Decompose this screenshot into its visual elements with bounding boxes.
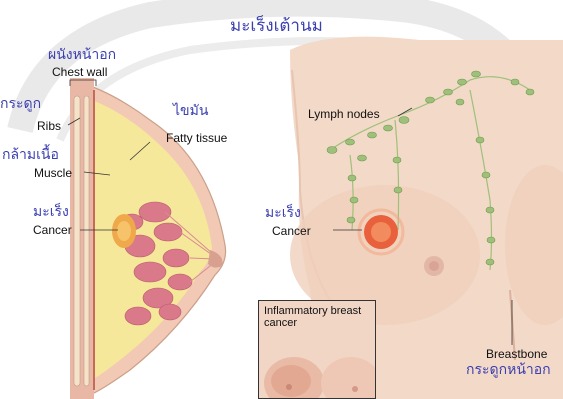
diagram-title: มะเร็งเต้านม <box>230 18 323 35</box>
label-cancer-th-left: มะเร็ง <box>33 205 69 219</box>
label-chest-wall-th: ผนังหน้าอก <box>48 48 116 62</box>
cross-section <box>70 78 226 399</box>
label-breastbone-th: กระดูกหน้าอก <box>466 363 551 377</box>
inset-title: Inflammatory breast cancer <box>264 305 364 329</box>
label-cancer-th-right: มะเร็ง <box>265 206 301 220</box>
label-cancer-en-right: Cancer <box>272 225 311 237</box>
label-chest-wall-en: Chest wall <box>52 66 107 78</box>
label-lymph-nodes: Lymph nodes <box>308 108 380 120</box>
label-cancer-en-left: Cancer <box>33 224 72 236</box>
inset-inflammatory: Inflammatory breast cancer <box>258 300 376 399</box>
label-fat-en: Fatty tissue <box>166 132 227 144</box>
label-ribs-en: Ribs <box>37 120 61 132</box>
label-muscle-th: กล้ามเนื้อ <box>2 148 59 162</box>
label-fat-th: ไขมัน <box>173 104 208 118</box>
label-ribs-th: กระดูก <box>0 97 41 111</box>
label-muscle-en: Muscle <box>34 167 72 179</box>
label-breastbone-en: Breastbone <box>486 348 547 360</box>
